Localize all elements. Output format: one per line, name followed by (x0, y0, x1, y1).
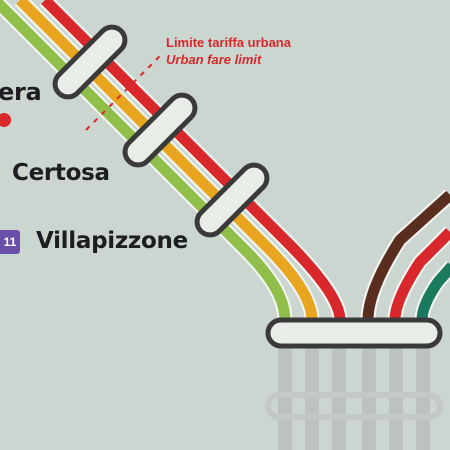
station-label-partial[interactable]: era (0, 78, 42, 106)
brown-line (362, 190, 450, 321)
partial-line-icon (0, 113, 11, 127)
station-pill-certosa[interactable] (120, 90, 201, 171)
station-pill-top[interactable] (50, 22, 131, 103)
brown-line-bg (360, 189, 450, 321)
orange-line (16, 0, 318, 321)
station-label-certosa[interactable]: Certosa (12, 160, 110, 186)
left-line-group (0, 0, 348, 321)
dark-green-line (416, 262, 450, 321)
fare-limit-label-en: Urban fare limit (166, 52, 262, 67)
red-line-right (389, 228, 450, 321)
fare-limit-note: Limite tariffa urbana Urban fare limit (166, 34, 291, 68)
right-line-group (360, 189, 450, 321)
station-label-villapizzone[interactable]: Villapizzone (36, 228, 188, 254)
station-pill-villapizzone[interactable] (192, 160, 273, 241)
green-line (0, 0, 291, 321)
fare-limit-label-it: Limite tariffa urbana (166, 35, 291, 50)
grey-interchange-outline (265, 392, 443, 420)
grey-lines-lower (265, 345, 443, 450)
red-line (41, 0, 346, 321)
line-badge: 11 (0, 230, 20, 254)
interchange-bar-icon[interactable] (265, 317, 443, 349)
